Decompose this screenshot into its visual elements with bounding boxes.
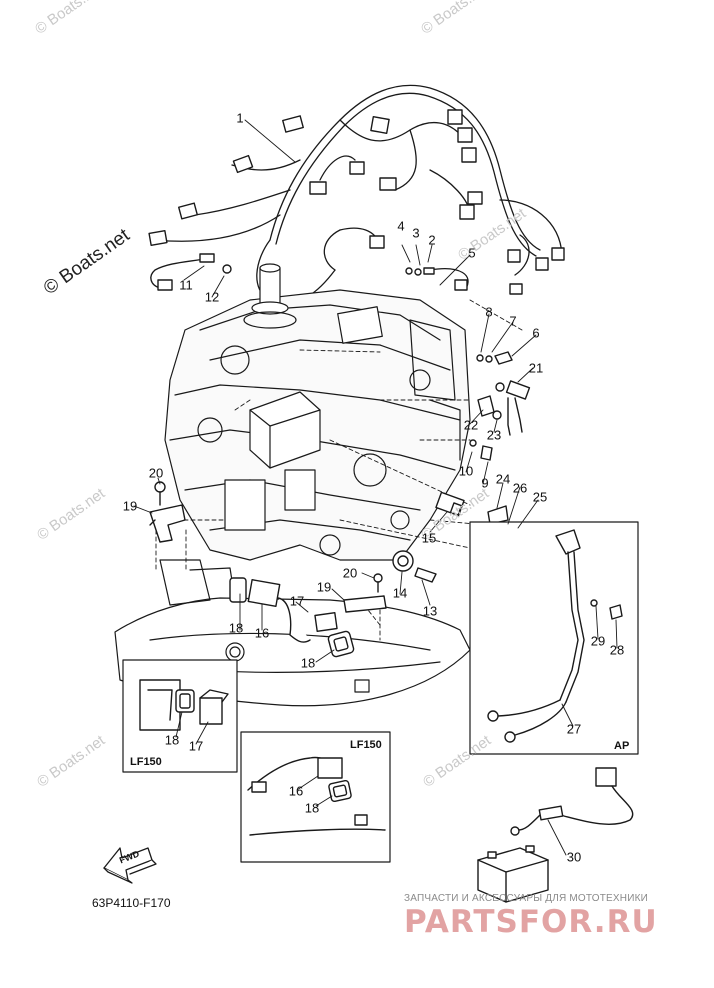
sensor-13-14 [392,550,437,583]
callout-19: 19 [122,498,138,514]
callout-8: 8 [485,304,493,320]
bracket-19-left [149,481,186,543]
sensor-21 [495,380,531,436]
callout-21: 21 [528,360,544,376]
callout-16-inset-right: 16 [288,783,304,799]
callout-7: 7 [509,313,517,329]
callout-4: 4 [397,218,405,234]
callout-leaders [133,119,618,856]
fasteners-6-7-8 [476,351,513,365]
sensor-lead-11 [150,253,232,291]
lf150-left-box [122,659,238,773]
callout-24: 24 [495,471,511,487]
wiring-harness [154,84,563,304]
callout-20: 20 [148,465,164,481]
bracket-19-right [343,573,387,613]
lf150-right-box [240,731,391,863]
battery [477,845,549,903]
sensor-15 [435,491,465,517]
callout-10: 10 [458,463,474,479]
engine-block [164,263,471,561]
fasteners-9-10 [469,439,493,461]
callout-6: 6 [532,325,540,341]
callout-18-inset-right: 18 [304,800,320,816]
callout-29: 29 [590,633,606,649]
callout-27: 27 [566,721,582,737]
lf150-left-label: LF150 [130,756,162,768]
callout-14: 14 [392,585,408,601]
brand-logo: PARTSFOR.RU [404,904,658,940]
callout-5: 5 [468,245,476,261]
ap-label: AP [614,740,630,752]
callout-17: 17 [289,593,305,609]
ap-box [469,521,639,755]
callout-30: 30 [566,849,582,865]
callout-20-b: 20 [342,565,358,581]
callout-22: 22 [463,417,479,433]
callout-1: 1 [236,110,244,126]
harness-connectors [148,109,565,295]
callout-18-b: 18 [300,655,316,671]
callout-19-b: 19 [316,579,332,595]
battery-lead-30 [510,767,634,836]
callout-16: 16 [254,625,270,641]
callout-11: 11 [179,277,193,293]
callout-28: 28 [609,642,625,658]
callout-17-inset-left: 17 [188,738,204,754]
callout-25: 25 [532,489,548,505]
callout-9: 9 [481,475,489,491]
callout-13: 13 [422,603,438,619]
callout-2: 2 [428,232,436,248]
fasteners-2-3-4 [405,267,435,276]
lf150-right-label: LF150 [350,739,382,751]
callout-12: 12 [204,289,220,305]
grommet-18 [327,630,355,658]
callout-15: 15 [421,530,437,546]
callout-23: 23 [486,427,502,443]
callout-3: 3 [412,225,420,241]
callout-26: 26 [512,480,528,496]
brand-tagline: ЗАПЧАСТИ И АКСЕССУАРЫ ДЛЯ МОТОТЕХНИКИ [404,893,649,904]
clip-22-23 [477,395,502,420]
fwd-arrow-icon [103,847,157,884]
diagram-code: 63P4110-F170 [92,896,171,910]
callout-18-inset-left: 18 [164,732,180,748]
callout-18: 18 [228,620,244,636]
